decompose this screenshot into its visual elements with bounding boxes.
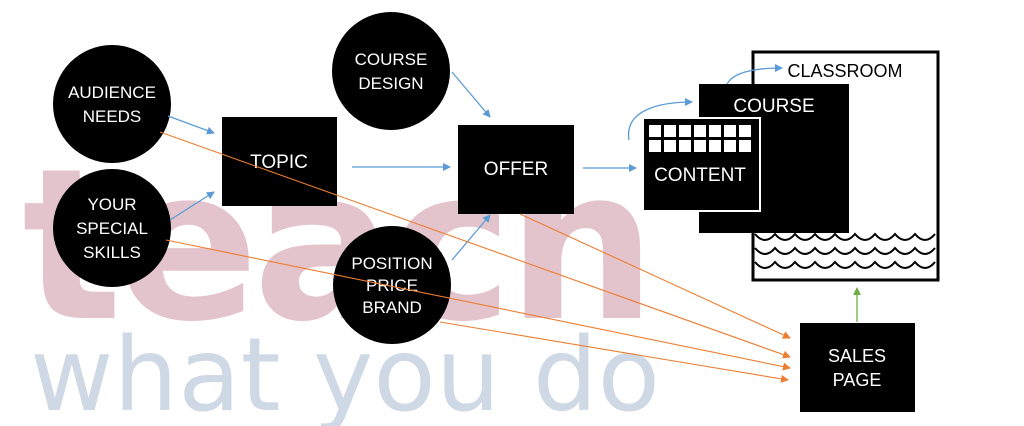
content-grid	[649, 125, 751, 152]
arrow-content-to-course	[628, 98, 693, 141]
flow-arrows	[167, 64, 783, 261]
arrow-design-to-offer	[451, 71, 491, 118]
audience-needs-label: AUDIENCE NEEDS	[68, 83, 156, 126]
position-price-brand-label: POSITION PRICE BRAND	[351, 254, 432, 317]
your-special-skills-line-2: SPECIAL	[76, 219, 148, 238]
sales-arrows	[159, 131, 791, 383]
node-sales-page: SALES PAGE	[800, 323, 915, 412]
sales-page-label: SALES PAGE	[828, 346, 886, 390]
arrow-audience-to-sales	[159, 131, 791, 359]
position-price-brand-line-1: POSITION	[351, 254, 432, 273]
course-label: COURSE	[733, 96, 814, 117]
your-special-skills-label: YOUR SPECIAL SKILLS	[76, 195, 148, 262]
classroom-label: CLASSROOM	[787, 61, 902, 81]
position-price-brand-line-2: PRICE	[366, 276, 418, 295]
offer-label: OFFER	[484, 159, 548, 180]
position-price-brand-line-3: BRAND	[362, 298, 422, 317]
node-your-special-skills: YOUR SPECIAL SKILLS	[53, 169, 171, 287]
node-audience-needs: AUDIENCE NEEDS	[53, 45, 171, 163]
watermark-what-you-do: what you do	[30, 316, 660, 426]
your-special-skills-line-1: YOUR	[87, 195, 136, 214]
arrow-audience-to-topic	[167, 115, 215, 135]
content-label: CONTENT	[654, 165, 746, 186]
course-design-label: COURSE DESIGN	[355, 50, 428, 93]
node-position-price-brand: POSITION PRICE BRAND	[333, 226, 451, 344]
arrow-skills-to-sales	[165, 239, 791, 371]
node-course-design: COURSE DESIGN	[332, 12, 450, 130]
node-offer: OFFER	[458, 125, 574, 214]
sales-page-line-1: SALES	[828, 346, 886, 366]
arrow-offer-to-sales	[519, 213, 791, 339]
sales-page-line-2: PAGE	[833, 370, 882, 390]
arrow-course-to-classroom	[726, 64, 783, 85]
arrow-position-to-sales	[439, 321, 789, 383]
arrow-skills-to-topic	[169, 191, 215, 221]
course-design-line-1: COURSE	[355, 50, 428, 69]
node-topic: TOPIC	[222, 117, 337, 206]
classroom-seats	[754, 232, 936, 269]
topic-label: TOPIC	[250, 152, 308, 173]
course-design-line-2: DESIGN	[358, 74, 423, 93]
audience-needs-line-2: NEEDS	[83, 107, 142, 126]
audience-needs-line-1: AUDIENCE	[68, 83, 156, 102]
your-special-skills-line-3: SKILLS	[83, 243, 141, 262]
node-content: CONTENT	[642, 117, 761, 212]
arrow-position-to-offer	[451, 214, 491, 261]
